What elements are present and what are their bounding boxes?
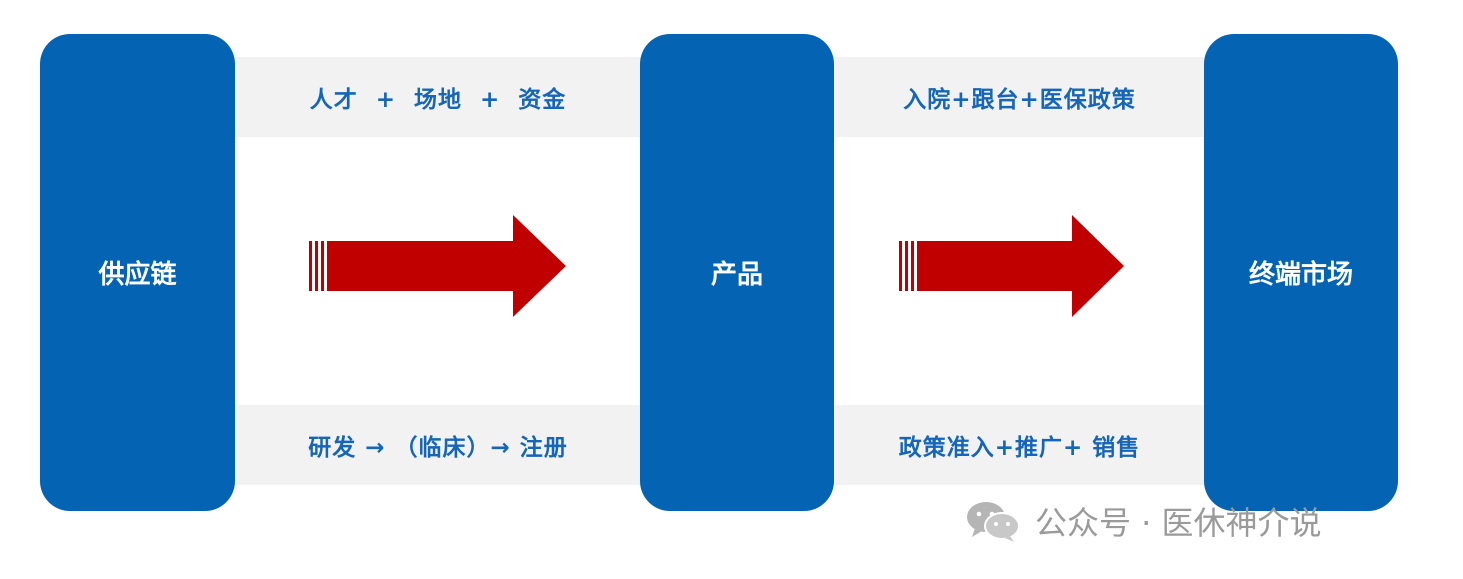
flow-arrow-left-icon bbox=[309, 215, 566, 317]
wechat-icon bbox=[967, 502, 1020, 542]
band-right-bottom: 政策准入+推广+ 销售 bbox=[834, 405, 1205, 485]
band-left-top: 人才 + 场地 + 资金 bbox=[235, 57, 641, 137]
node-supply-chain-label: 供应链 bbox=[98, 260, 177, 290]
node-product-label: 产品 bbox=[710, 260, 763, 290]
node-supply-chain: 供应链 bbox=[40, 34, 235, 511]
band-right-top: 入院+跟台+医保政策 bbox=[834, 57, 1205, 137]
flow-arrow-right-icon bbox=[899, 215, 1124, 317]
node-product: 产品 bbox=[640, 34, 834, 511]
node-terminal-market: 终端市场 bbox=[1204, 34, 1398, 511]
node-terminal-market-label: 终端市场 bbox=[1248, 260, 1353, 290]
band-left-bottom: 研发 → （临床）→ 注册 bbox=[235, 405, 641, 485]
watermark-text: 公众号 · 医休神介说 bbox=[1035, 504, 1322, 542]
watermark: 公众号 · 医休神介说 bbox=[965, 496, 1322, 546]
